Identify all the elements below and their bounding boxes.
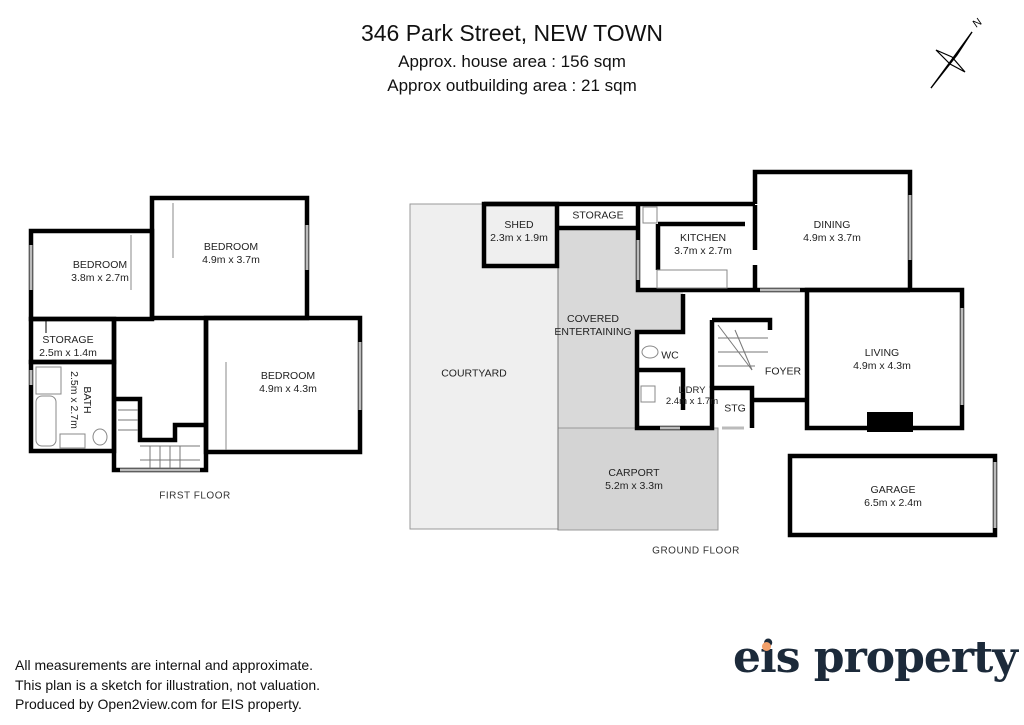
room-name: DINING [813,219,851,231]
room-size: 4.9m x 4.3m [853,360,911,372]
room-courtyard: COURTYARD [441,368,507,381]
logo-dot [762,642,771,651]
room-name: WC [661,349,679,362]
room-wc: WC [661,350,679,363]
room-size: 6.5m x 2.4m [864,497,922,509]
eis-property-logo: eis property [733,632,1018,683]
first-floor-label: FIRST FLOOR [159,490,231,502]
room-storage-ground: STORAGE [572,210,623,223]
room-size: 2.5m x 2.7m [68,371,80,429]
first-floor-fixtures [35,203,227,468]
room-name: FOYER [764,365,802,378]
room-size: 2.5m x 1.4m [39,347,97,359]
room-name: STORAGE [42,334,94,346]
room-size: 4.9m x 3.7m [803,232,861,244]
compass-icon: N [930,16,984,89]
covered-entertaining-area [558,228,683,428]
ground-floor-fixtures [640,206,768,403]
room-size: 5.2m x 3.3m [605,480,663,492]
first-floor-windows [29,225,362,472]
disclaimer-line-2: This plan is a sketch for illustration, … [15,677,321,693]
room-name: CARPORT [608,467,660,479]
disclaimer-line-1: All measurements are internal and approx… [15,657,314,673]
ground-floor-windows [636,195,997,528]
room-name: GARAGE [870,484,916,496]
room-covered-entertaining: COVERED ENTERTAINING [548,313,638,339]
room-name: COURTYARD [441,367,507,380]
room-size: 3.8m x 2.7m [71,272,129,284]
room-foyer: FOYER [765,366,801,379]
room-size: 2.4m x 1.7m [665,396,719,407]
room-name: STORAGE [572,209,624,222]
disclaimer-line-3: Produced by Open2view.com for EIS proper… [15,696,302,712]
room-size: 4.9m x 3.7m [202,254,260,266]
room-name: COVERED ENTERTAINING [554,313,632,338]
room-name: BEDROOM [203,241,259,253]
room-size: 4.9m x 4.3m [259,383,317,395]
house-area: Approx. house area : 156 sqm [398,52,626,71]
compass-north-label: N [971,16,984,30]
room-name: KITCHEN [679,232,727,244]
room-name: BEDROOM [72,259,128,271]
room-name: BEDROOM [260,370,316,382]
room-name: BATH [81,386,93,414]
fireplace [867,412,913,432]
carport-area [557,427,719,531]
outbuilding-area: Approx outbuilding area : 21 sqm [387,76,637,95]
plan-title: 346 Park Street, NEW TOWN [360,20,664,46]
room-size: 3.7m x 2.7m [674,245,732,257]
room-name: L'DRY [678,385,706,396]
room-name: SHED [504,219,534,231]
ground-floor-label: GROUND FLOOR [652,545,740,557]
room-stg: STG [724,403,746,416]
room-name: LIVING [864,347,900,359]
room-name: STG [724,402,746,415]
room-size: 2.3m x 1.9m [490,232,548,244]
